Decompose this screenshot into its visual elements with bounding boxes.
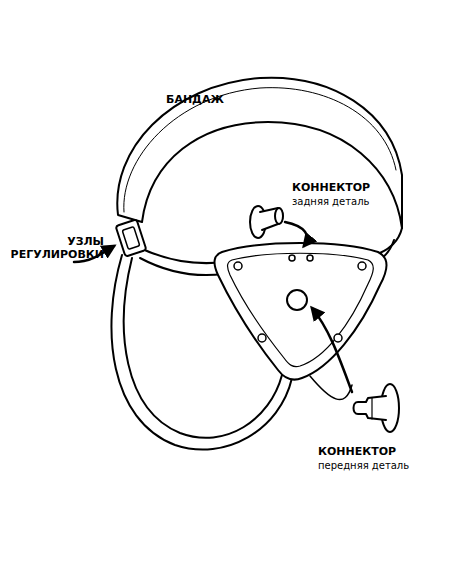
part-label: УЗЛЫ РЕГУЛИРОВКИ xyxy=(4,236,104,261)
connector-hole xyxy=(287,290,307,310)
front-connector xyxy=(354,384,400,432)
harness-plate-inner xyxy=(228,253,374,366)
part-label: КОННЕКТОР xyxy=(318,446,396,459)
adjust-buckle xyxy=(116,219,147,256)
back-connector xyxy=(250,206,283,238)
part-label: КОННЕКТОР xyxy=(292,182,370,195)
leg-strap xyxy=(310,376,352,400)
leader-arrow xyxy=(285,222,307,246)
part-label: задняя деталь xyxy=(292,196,369,208)
harness-plate xyxy=(215,243,387,380)
waist-band-edge xyxy=(124,88,396,212)
front-band xyxy=(140,258,224,275)
part-label: БАНДАЖ xyxy=(166,94,224,107)
rivet xyxy=(234,255,366,342)
adjust-buckle-slot xyxy=(122,227,140,250)
leader-arrow xyxy=(312,308,352,392)
part-label: передняя деталь xyxy=(318,460,409,472)
front-band xyxy=(140,248,225,263)
